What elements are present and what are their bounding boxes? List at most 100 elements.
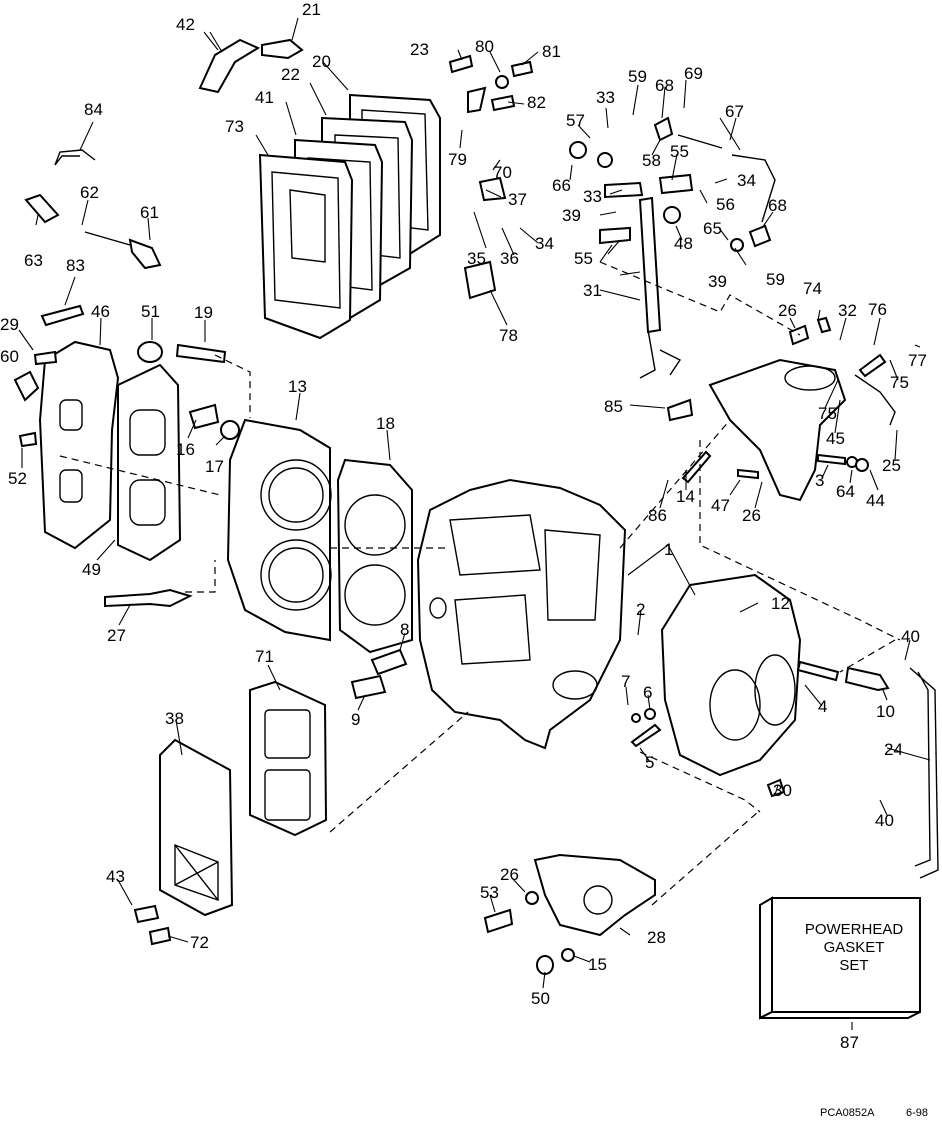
- studs-5-7-6-30: [630, 708, 786, 798]
- callout-48: 48: [674, 234, 693, 253]
- callout-78: 78: [499, 326, 518, 345]
- callout-28: 28: [647, 928, 666, 947]
- callout-2: 2: [636, 600, 645, 619]
- callout-50: 50: [531, 989, 550, 1008]
- callout-80: 80: [475, 37, 494, 56]
- sensor-61-62: [84, 231, 162, 270]
- figure-date: 6-98: [906, 1107, 928, 1119]
- cylinder-head-13: [226, 418, 332, 642]
- exhaust-cover-stack: [258, 93, 441, 340]
- callout-74: 74: [803, 279, 822, 298]
- callout-13: 13: [288, 377, 307, 396]
- water-fitting-21: [198, 38, 304, 94]
- callout-52: 52: [8, 469, 27, 488]
- cover-bolts-top: [448, 54, 534, 114]
- callout-41: 41: [255, 88, 274, 107]
- crankcase-1: [660, 573, 802, 777]
- callout-59-top: 59: [628, 67, 647, 86]
- bracket-45: [708, 358, 847, 502]
- callout-55-top: 55: [670, 142, 689, 161]
- callout-71: 71: [255, 647, 274, 666]
- bolts-4-10: [796, 660, 890, 692]
- figure-code: PCA0852A: [820, 1107, 875, 1119]
- callout-25: 25: [882, 456, 901, 475]
- callout-33-mid: 33: [583, 187, 602, 206]
- callout-6: 6: [643, 683, 652, 702]
- callout-1: 1: [664, 540, 673, 559]
- callout-63: 63: [24, 251, 43, 270]
- gasket-71: [249, 680, 328, 837]
- clip-84: [54, 149, 96, 166]
- callout-33-top: 33: [596, 88, 615, 107]
- bracket-28: [533, 853, 656, 937]
- callout-24: 24: [884, 740, 903, 759]
- spark-plug-27: [104, 588, 193, 608]
- callout-12: 12: [771, 594, 790, 613]
- bushing-51: [137, 341, 163, 363]
- callout-68-top: 68: [655, 76, 674, 95]
- bolt-19: [175, 343, 227, 364]
- linkage-small-parts: [463, 116, 896, 484]
- callout-39-right: 39: [708, 272, 727, 291]
- box-line-1: POWERHEAD: [805, 921, 904, 938]
- callout-37: 37: [508, 190, 527, 209]
- callout-67: 67: [725, 102, 744, 121]
- callout-9: 9: [351, 710, 360, 729]
- callout-26-bottom: 26: [500, 865, 519, 884]
- intake-cover-38: [159, 738, 234, 917]
- callout-32: 32: [838, 301, 857, 320]
- plate-83: [40, 304, 85, 327]
- callout-23: 23: [410, 40, 429, 59]
- callout-34-right: 34: [737, 171, 756, 190]
- callout-43: 43: [106, 867, 125, 886]
- callout-3: 3: [815, 471, 824, 490]
- callout-69: 69: [684, 64, 703, 83]
- callout-58: 58: [642, 151, 661, 170]
- leader-lines: [18, 17, 931, 1030]
- callout-86: 86: [648, 506, 667, 525]
- callout-62: 62: [80, 183, 99, 202]
- callout-19: 19: [194, 303, 213, 322]
- footer: PCA0852A 6-98: [820, 1107, 928, 1119]
- callout-17: 17: [205, 457, 224, 476]
- callout-51: 51: [141, 302, 160, 321]
- callout-64: 64: [836, 482, 855, 501]
- callout-68-right: 68: [768, 196, 787, 215]
- callout-26-top: 26: [778, 301, 797, 320]
- hose-24: [909, 667, 939, 879]
- callout-53: 53: [480, 883, 499, 902]
- callout-61: 61: [140, 203, 159, 222]
- alignment-lines: [59, 261, 901, 906]
- callout-29: 29: [0, 315, 19, 334]
- callout-8: 8: [400, 620, 409, 639]
- callout-34-left: 34: [535, 234, 554, 253]
- callout-18: 18: [376, 414, 395, 433]
- callout-59-right: 59: [766, 270, 785, 289]
- callout-22: 22: [281, 65, 300, 84]
- callout-labels: 42 21 20 23 80 81 22 82 41 73 79 84 62 6…: [0, 0, 927, 1052]
- callout-82: 82: [527, 93, 546, 112]
- callout-30: 30: [773, 781, 792, 800]
- box-line-3: SET: [839, 957, 868, 974]
- screw-16-washer-17: [188, 403, 240, 440]
- callout-49: 49: [82, 560, 101, 579]
- callout-60: 60: [0, 347, 19, 366]
- callout-20: 20: [312, 52, 331, 71]
- callout-81: 81: [542, 42, 561, 61]
- dowel-pins-8-9: [350, 648, 408, 700]
- callout-21: 21: [302, 0, 321, 19]
- callout-85: 85: [604, 397, 623, 416]
- callout-79: 79: [448, 150, 467, 169]
- callout-83: 83: [66, 256, 85, 275]
- callout-39-mid: 39: [562, 206, 581, 225]
- callout-5: 5: [645, 753, 654, 772]
- thermostat-cover-46: [38, 340, 120, 550]
- callout-87: 87: [840, 1033, 859, 1052]
- callout-47: 47: [711, 496, 730, 515]
- throttle-shaft-31: [638, 196, 682, 379]
- callout-70: 70: [493, 163, 512, 182]
- callout-15: 15: [588, 955, 607, 974]
- bolts-43-72: [133, 904, 172, 946]
- callout-72: 72: [190, 933, 209, 952]
